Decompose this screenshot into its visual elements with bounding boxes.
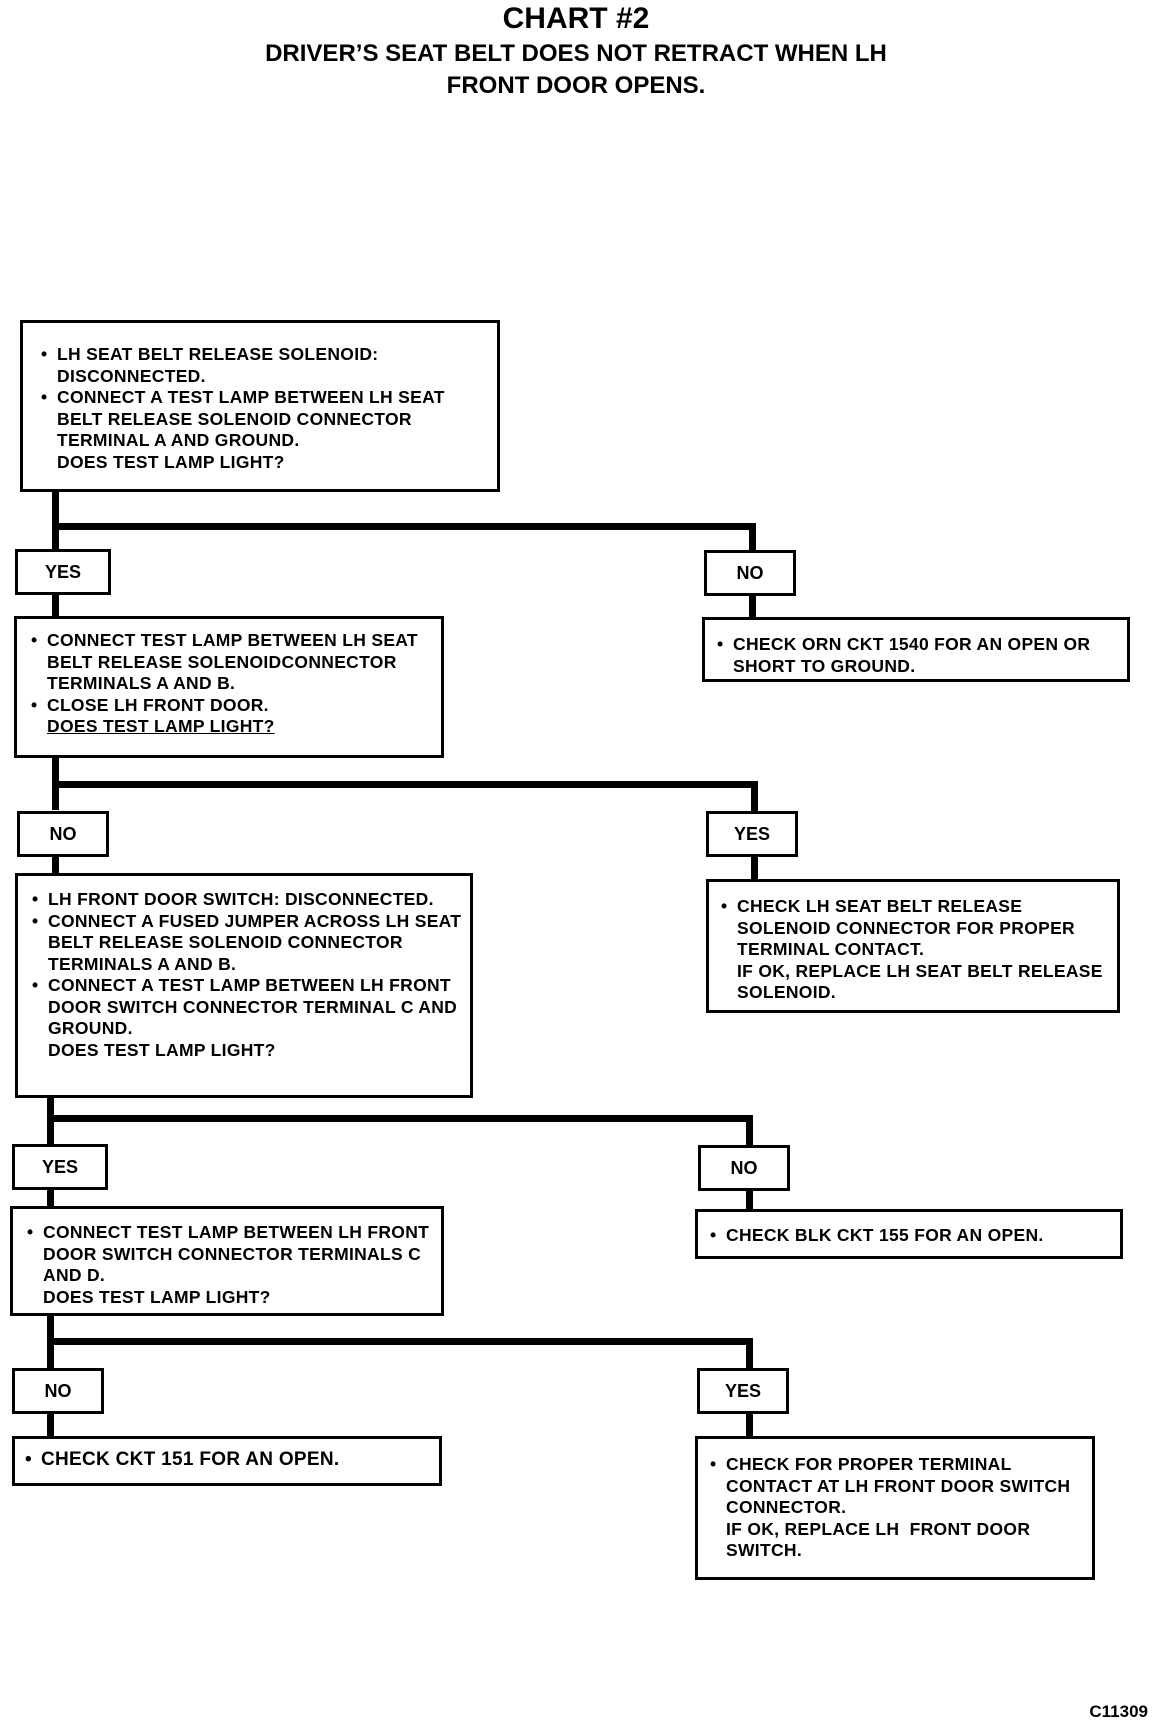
step-3-item: CONNECT A FUSED JUMPER ACROSS LH SEAT BE… xyxy=(28,911,462,976)
step-3-no-label: NO xyxy=(698,1145,790,1191)
subtitle-line-2: FRONT DOOR OPENS. xyxy=(446,72,706,99)
link-yes-2 xyxy=(751,855,758,881)
link-no-2 xyxy=(52,855,59,879)
step-3-box: LH FRONT DOOR SWITCH: DISCONNECTED. CONN… xyxy=(15,873,473,1098)
step-3-yes-label: YES xyxy=(12,1144,108,1190)
step-4-no-result: CHECK CKT 151 FOR AN OPEN. xyxy=(12,1436,442,1486)
stem-line-1 xyxy=(52,490,59,549)
step-1-no-label: NO xyxy=(704,550,796,596)
step-4-yes-label: YES xyxy=(697,1368,789,1414)
step-2-no-label: NO xyxy=(17,811,109,857)
step-4-no-label: NO xyxy=(12,1368,104,1414)
link-yes-3 xyxy=(47,1189,54,1208)
link-no-1 xyxy=(749,593,756,618)
drop-line-1-right xyxy=(749,523,756,550)
link-yes-4 xyxy=(746,1413,753,1439)
branch-line-1 xyxy=(52,523,756,530)
link-no-3 xyxy=(746,1189,753,1211)
step-3-question: DOES TEST LAMP LIGHT? xyxy=(48,1039,276,1060)
step-1-item: CONNECT A TEST LAMP BETWEEN LH SEAT BELT… xyxy=(37,387,485,452)
branch-line-4 xyxy=(47,1338,753,1345)
step-2-box: CONNECT TEST LAMP BETWEEN LH SEAT BELT R… xyxy=(14,616,444,758)
figure-code: C11309 xyxy=(1089,1702,1148,1721)
link-no-4 xyxy=(47,1413,54,1439)
stem-line-2 xyxy=(52,755,59,810)
step-4-item: CONNECT TEST LAMP BETWEEN LH FRONT DOOR … xyxy=(23,1222,431,1287)
step-3-item: CONNECT A TEST LAMP BETWEEN LH FRONT DOO… xyxy=(28,975,462,1040)
link-yes-1 xyxy=(52,593,59,618)
step-4-box: CONNECT TEST LAMP BETWEEN LH FRONT DOOR … xyxy=(10,1206,444,1316)
step-1-no-result: CHECK ORN CKT 1540 FOR AN OPEN OR SHORT … xyxy=(702,617,1130,682)
step-3-item: LH FRONT DOOR SWITCH: DISCONNECTED. xyxy=(28,889,462,911)
step-2-yes-label: YES xyxy=(706,811,798,857)
step-1-yes-label: YES xyxy=(15,549,111,595)
subtitle-line-1: DRIVER’S SEAT BELT DOES NOT RETRACT WHEN… xyxy=(265,40,887,67)
step-1-box: LH SEAT BELT RELEASE SOLENOID: DISCONNEC… xyxy=(20,320,500,492)
step-2-item: CLOSE LH FRONT DOOR. xyxy=(27,695,431,717)
step-2-item: CONNECT TEST LAMP BETWEEN LH SEAT BELT R… xyxy=(27,630,431,695)
step-4-question: DOES TEST LAMP LIGHT? xyxy=(43,1286,271,1307)
chart-subtitle: DRIVER’S SEAT BELT DOES NOT RETRACT WHEN… xyxy=(150,38,1002,102)
drop-line-3-right xyxy=(746,1115,753,1145)
chart-title: CHART #2 xyxy=(502,2,650,35)
drop-line-2-right xyxy=(751,781,758,811)
step-4-yes-result: CHECK FOR PROPER TERMINAL CONTACT AT LH … xyxy=(695,1436,1095,1580)
step-1-item: LH SEAT BELT RELEASE SOLENOID: DISCONNEC… xyxy=(37,344,485,387)
drop-line-4-right xyxy=(746,1338,753,1368)
branch-line-2 xyxy=(52,781,758,788)
step-1-question: DOES TEST LAMP LIGHT? xyxy=(57,451,285,472)
step-2-yes-result: CHECK LH SEAT BELT RELEASE SOLENOID CONN… xyxy=(706,879,1120,1013)
step-2-question: DOES TEST LAMP LIGHT? xyxy=(47,716,275,736)
stem-line-4 xyxy=(47,1314,54,1369)
branch-line-3 xyxy=(47,1115,753,1122)
step-3-no-result: CHECK BLK CKT 155 FOR AN OPEN. xyxy=(695,1209,1123,1259)
stem-line-3 xyxy=(47,1095,54,1145)
